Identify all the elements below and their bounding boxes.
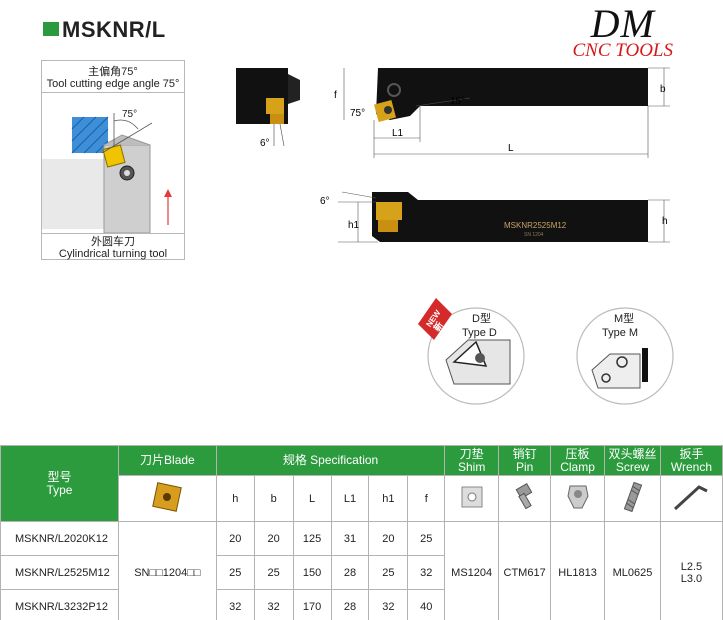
table-row: MSKNR/L3232P12 32 32 170 28 32 40 <box>0 589 723 620</box>
cell-h1: 25 <box>368 555 409 590</box>
clamp-image-cell <box>550 475 606 522</box>
type-cell: MSKNR/L2525M12 <box>0 555 119 590</box>
cell-L1: 28 <box>330 589 370 620</box>
turning-caption-cn: 外圆车刀 <box>91 236 135 248</box>
shim-icon <box>461 486 483 508</box>
shank-marking-small: SN 1204 <box>524 232 544 238</box>
cell-f: 40 <box>407 589 446 620</box>
cell-b: 32 <box>253 589 294 620</box>
brand-logo: DM CNC TOOLS <box>572 1 673 61</box>
screw-image-cell <box>604 475 661 522</box>
dim-f-label: f <box>334 90 337 101</box>
col-b: b <box>253 475 294 522</box>
dim-h1-label: h1 <box>348 220 360 231</box>
wrench-value-cell: L2.5 L3.0 <box>659 521 723 620</box>
shim-image-cell <box>444 475 500 522</box>
shim-value-cell: MS1204 <box>444 521 500 620</box>
shank-marking: MSKNR2525M12 <box>504 221 567 230</box>
top-angle-left-label: 75° <box>350 108 365 119</box>
type-d-en: Type D <box>462 327 497 339</box>
col-h: h <box>215 475 255 522</box>
screw-icon <box>623 481 642 513</box>
wrench-image-cell <box>659 475 723 522</box>
new-badge <box>418 298 452 340</box>
col-f: f <box>407 475 446 522</box>
cell-b: 25 <box>253 555 294 590</box>
shank-front <box>372 192 648 242</box>
pin-image-cell <box>498 475 552 522</box>
type-m-en: Type M <box>602 327 638 339</box>
cell-h1: 20 <box>368 521 409 556</box>
tool-side-view: 6° <box>236 68 300 149</box>
cell-h: 32 <box>215 589 255 620</box>
dim-L1-label: L1 <box>392 128 404 139</box>
clamp-value-cell: HL1813 <box>550 521 606 620</box>
wrench-icon <box>674 485 709 511</box>
cell-h: 20 <box>215 521 255 556</box>
col-h1: h1 <box>368 475 409 522</box>
col-L1: L1 <box>330 475 370 522</box>
type-d-cn: D型 <box>472 311 491 325</box>
blade-image-cell <box>117 475 217 522</box>
brand-main: DM <box>590 1 655 46</box>
tool-top-view: b f L1 L 75° 15° <box>334 67 670 158</box>
dim-L-label: L <box>508 143 514 154</box>
pin-icon <box>515 482 532 510</box>
insert-shape <box>102 144 126 168</box>
table-row: MSKNR/L2020K12 SN□□1204□□ 20 20 125 31 2… <box>0 521 723 620</box>
cell-b: 20 <box>253 521 294 556</box>
cell-L: 170 <box>292 589 332 620</box>
blade-insert-icon <box>152 482 183 512</box>
type-cell: MSKNR/L3232P12 <box>0 589 119 620</box>
type-d-badge: NEW 新 D型 Type D <box>418 298 525 405</box>
side-angle-label: 6° <box>260 138 270 149</box>
page-title: MSKNR/L <box>62 17 166 42</box>
cell-h: 25 <box>215 555 255 590</box>
blade-value-cell: SN□□1204□□ <box>117 521 217 620</box>
turning-caption-en: Cylindrical turning tool <box>58 248 168 260</box>
cell-f: 32 <box>407 555 446 590</box>
type-m-badge: M型 Type M <box>576 307 674 405</box>
angle-caption-cn: 主偏角75° <box>88 66 138 78</box>
col-L: L <box>292 475 332 522</box>
title-marker <box>43 22 59 36</box>
dim-b-label: b <box>660 84 666 95</box>
insert-side <box>266 98 284 114</box>
type-m-cn: M型 <box>614 311 634 325</box>
angle-label: 75° <box>122 109 137 120</box>
tool-front-view: MSKNR2525M12 SN 1204 h1 h 6° <box>320 191 670 243</box>
cell-L1: 31 <box>330 521 370 556</box>
turning-diagram-box: 主偏角75° Tool cutting edge angle 75° 75° 外… <box>41 60 185 260</box>
type-header: 型号 Type <box>0 445 119 522</box>
screw-value-cell: ML0625 <box>604 521 661 620</box>
cell-f: 25 <box>407 521 446 556</box>
cell-L: 150 <box>292 555 332 590</box>
cell-h1: 32 <box>368 589 409 620</box>
turning-illustration: 75° <box>42 109 172 233</box>
spec-header: 规格 Specification <box>215 445 446 476</box>
pin-value-cell: CTM617 <box>498 521 552 620</box>
cell-L1: 28 <box>330 555 370 590</box>
blade-header: 刀片Blade <box>117 445 217 476</box>
type-cell: MSKNR/L2020K12 <box>0 521 119 556</box>
top-angle-right-label: 15° <box>450 96 465 107</box>
insert-front <box>376 202 402 220</box>
dim-h-label: h <box>662 216 668 227</box>
clamp-icon <box>567 485 589 509</box>
angle-caption-en: Tool cutting edge angle 75° <box>46 78 180 90</box>
bottom-angle-label: 6° <box>320 196 330 207</box>
brand-sub: CNC TOOLS <box>572 40 673 61</box>
cell-L: 125 <box>292 521 332 556</box>
feed-arrow-icon <box>164 189 172 197</box>
table-subheader-row: h b L L1 h1 f <box>1 475 723 522</box>
shank-top <box>376 68 648 120</box>
